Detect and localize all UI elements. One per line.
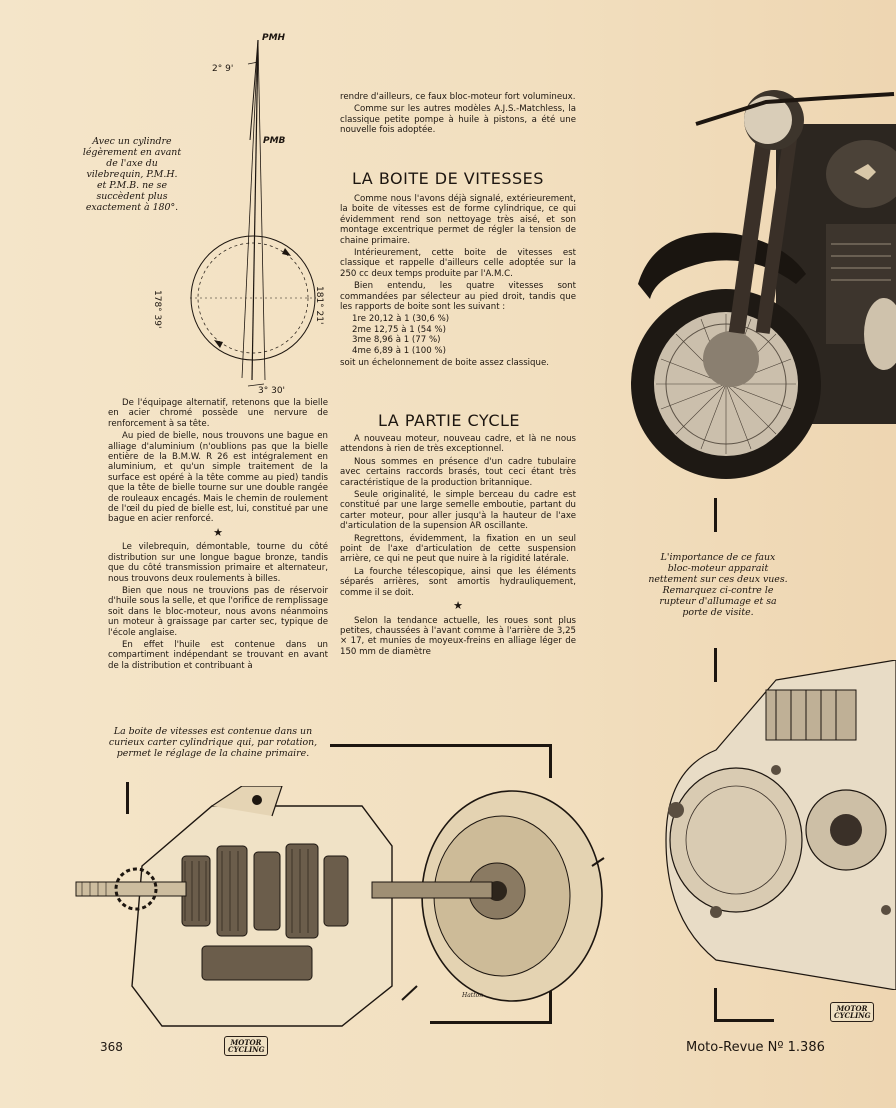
bracket-mark: [549, 980, 552, 1024]
gearbox-cutaway: [75, 786, 605, 1027]
gear-ratios: 1re 20,12 à 1 (30,6 %) 2me 12,75 à 1 (54…: [352, 314, 576, 356]
left-paragraph: En effet l'huile est contenue dans un co…: [108, 639, 328, 671]
middle-paragraph: La fourche télescopique, ainsi que les é…: [340, 566, 576, 598]
artist-signature: Hatton: [462, 992, 484, 999]
middle-paragraph: Intérieurement, cette boite de vitesses …: [340, 248, 576, 279]
middle-paragraph: rendre d'ailleurs, ce faux bloc-moteur f…: [340, 92, 576, 102]
caption-engine: L'importance de ce faux bloc-moteur appa…: [648, 552, 788, 618]
middle-paragraph: Comme nous l'avons déjà signalé, extérie…: [340, 194, 576, 246]
gear-ratio-row: 2me 12,75 à 1 (54 %): [352, 324, 446, 335]
gear-ratio-row: 1re 20,12 à 1 (30,6 %): [352, 314, 450, 325]
middle-paragraph: soit un échelonnement de boite assez cla…: [340, 358, 549, 369]
bracket-mark: [714, 648, 717, 682]
bracket-mark: [549, 744, 552, 778]
pmh-label: PMH: [262, 33, 286, 43]
bracket-mark: [714, 988, 717, 1022]
middle-column-gearbox: Comme nous l'avons déjà signalé, extérie…: [340, 194, 576, 371]
middle-paragraph: Bien entendu, les quatre vitesses sont c…: [340, 281, 576, 313]
caption-cylinder: Avec un cylindre légèrement en avant de …: [82, 136, 182, 213]
pmb-label: PMB: [263, 136, 286, 146]
magazine-footer: Moto-Revue Nº 1.386: [686, 1040, 825, 1055]
arc-right-label: 181° 21': [314, 286, 324, 325]
bracket-mark: [330, 744, 552, 747]
motor-cycling-logo: MOTOR CYCLING: [224, 1036, 268, 1056]
angle-top-label: 2° 9': [212, 64, 234, 74]
middle-paragraph: Comme sur les autres modèles A.J.S.-Matc…: [340, 104, 576, 136]
middle-column-cycle: A nouveau moteur, nouveau cadre, et là n…: [340, 434, 576, 659]
timing-diagram: [190, 39, 316, 387]
gear-ratio-row: 3me 8,96 à 1 (77 %): [352, 335, 441, 346]
middle-paragraph: A nouveau moteur, nouveau cadre, et là n…: [340, 434, 576, 455]
gear-ratio-row: 4me 6,89 à 1 (100 %): [352, 345, 446, 356]
middle-paragraph: Regrettons, évidemment, la fixation en u…: [340, 533, 576, 565]
bracket-mark: [126, 782, 129, 814]
middle-paragraph: Selon la tendance actuelle, les roues so…: [340, 615, 576, 657]
motor-cycling-logo-right: MOTOR CYCLING: [830, 1002, 874, 1022]
star-separator: ★: [213, 525, 223, 539]
middle-paragraph: Seule originalité, le simple berceau du …: [340, 490, 576, 532]
left-paragraph: Au pied de bielle, nous trouvons une bag…: [108, 431, 328, 525]
left-paragraph: Le vilebrequin, démontable, tourne du cô…: [108, 542, 328, 584]
caption-gearbox: La boite de vitesses est contenue dans u…: [108, 726, 318, 759]
arc-left-label: 178° 39': [152, 290, 162, 329]
bracket-mark: [714, 498, 717, 532]
star-separator: ★: [453, 599, 463, 613]
heading-cycle: LA PARTIE CYCLE: [378, 411, 521, 430]
middle-paragraph: Nous sommes en présence d'un cadre tubul…: [340, 456, 576, 488]
engine-illustration: [665, 660, 896, 990]
middle-column-top: rendre d'ailleurs, ce faux bloc-moteur f…: [340, 92, 576, 138]
heading-gearbox: LA BOITE DE VITESSES: [352, 169, 544, 188]
motorcycle-photo: [631, 90, 896, 479]
page-number: 368: [100, 1040, 123, 1054]
bracket-mark: [714, 1019, 774, 1022]
bracket-mark: [430, 1021, 552, 1024]
angle-bottom-label: 3° 30': [258, 386, 286, 396]
left-paragraph: De l'équipage alternatif, retenons que l…: [108, 398, 328, 429]
left-paragraph: Bien que nous ne trouvions pas de réserv…: [108, 585, 328, 638]
left-column: De l'équipage alternatif, retenons que l…: [108, 398, 328, 673]
